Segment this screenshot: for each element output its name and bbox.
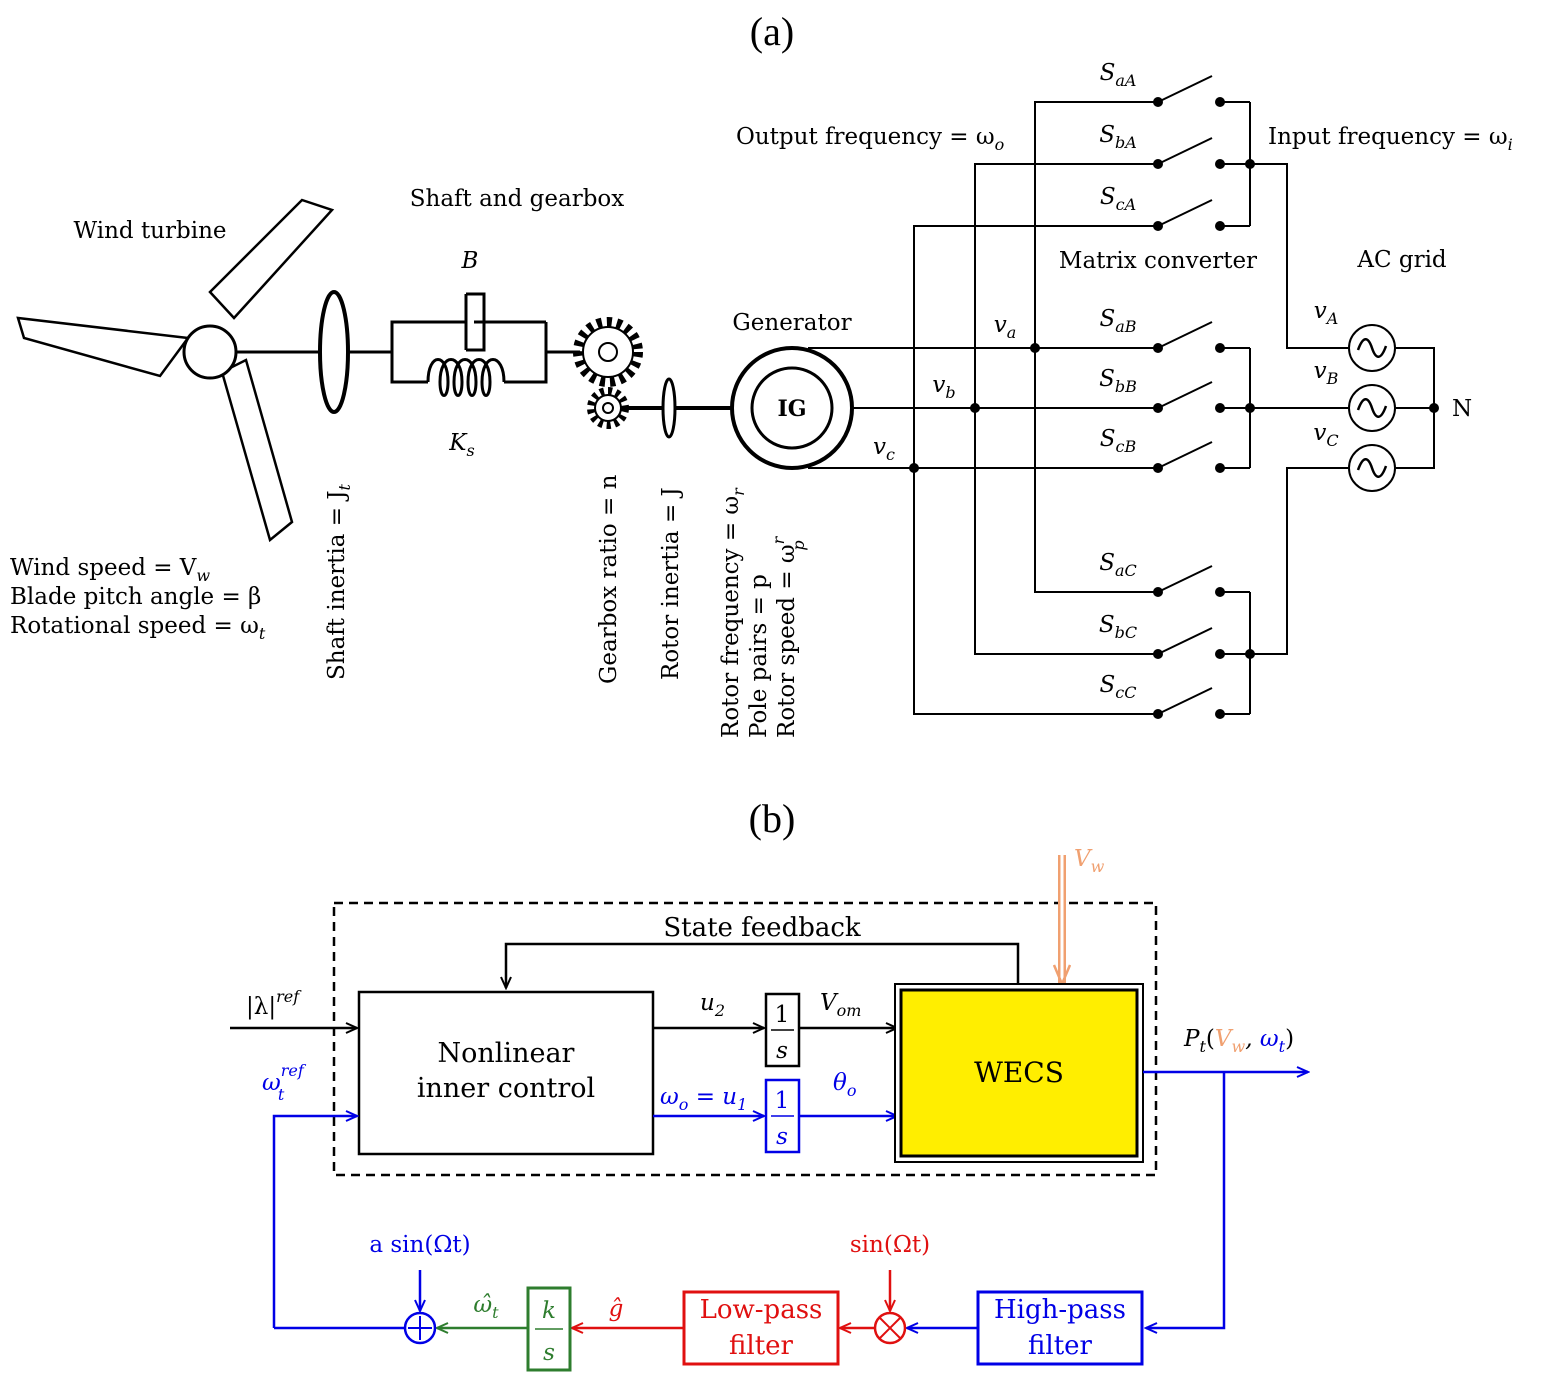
- lpf-label-2: filter: [729, 1331, 793, 1361]
- wecs-block: [899, 988, 1139, 1158]
- inner-loop-boundary: [332, 901, 1158, 1177]
- blade-pitch-label: Blade pitch angle = β: [10, 584, 261, 610]
- va-label: va: [994, 312, 1017, 342]
- output-frequency-label: Output frequency = ωo: [736, 124, 1004, 154]
- controller-label-1: Nonlinear: [438, 1038, 575, 1069]
- lambda-ref-label: |λ|ref: [246, 987, 302, 1020]
- gear-small-icon: [587, 387, 629, 429]
- demod-label: sin(Ωt): [850, 1232, 930, 1258]
- switch-label: SbA: [1099, 122, 1137, 152]
- switch-label: ScC: [1100, 672, 1137, 702]
- damping-label: B: [461, 248, 479, 274]
- generator-phase-wires: [808, 101, 1160, 715]
- switch-cC: ScC: [1100, 672, 1250, 719]
- matrix-converter-label: Matrix converter: [1059, 248, 1257, 274]
- u2-label: u2: [700, 990, 725, 1020]
- rot-speed-label: Rotational speed = ωt: [10, 613, 266, 643]
- ac-grid-label: AC grid: [1356, 247, 1447, 273]
- shaft-inertia-label: Shaft inertia = Jt: [324, 483, 354, 680]
- switch-bB: SbB: [1099, 366, 1250, 413]
- stiffness-label: Ks: [448, 430, 474, 460]
- power-output-label: Pt(Vw, ωt): [1183, 1026, 1294, 1056]
- caption-b: (b): [749, 796, 796, 841]
- omega-hat-label: ω̂t: [473, 1292, 499, 1322]
- wind-turbine: [16, 198, 335, 543]
- rotor-inertia-disk: [661, 377, 677, 439]
- wecs-label: WECS: [974, 1056, 1064, 1089]
- integrator-u2-den: s: [776, 1038, 788, 1064]
- low-pass-filter-block: [682, 1290, 840, 1366]
- shaft-inertia-disk: [318, 290, 350, 414]
- input-frequency-label: Input frequency = ωi: [1268, 124, 1513, 154]
- neutral-label: N: [1452, 396, 1472, 422]
- vom-label: Vom: [820, 990, 861, 1020]
- vB-label: vB: [1314, 358, 1339, 388]
- vA-label: vA: [1314, 298, 1339, 328]
- switch-aB: SaB: [1099, 306, 1250, 353]
- vb-label: vb: [932, 372, 955, 402]
- damper-spring: [390, 292, 580, 397]
- switch-label: SbB: [1099, 366, 1137, 396]
- gain-den: s: [543, 1340, 555, 1366]
- integrator-u1-den: s: [776, 1124, 788, 1150]
- hpf-label-1: High-pass: [994, 1295, 1126, 1325]
- rotor-freq-label: Rotor frequency = ωr: [718, 487, 748, 738]
- switch-bC: SbC: [1099, 612, 1250, 659]
- switch-cB: ScB: [1100, 426, 1250, 473]
- vw-input-label: Vw: [1074, 846, 1105, 876]
- omega-o-label: ωo = u1: [660, 1084, 747, 1114]
- ac-sources: [1348, 324, 1396, 492]
- pole-pairs-label: Pole pairs = p: [746, 574, 772, 738]
- omega-ref-arrow: [272, 1116, 357, 1328]
- integrator-u2-num: 1: [775, 1002, 790, 1028]
- wind-speed-label: Wind speed = Vw: [10, 555, 210, 585]
- switch-bA: SbA: [1099, 122, 1250, 169]
- g-hat-label: ĝ: [609, 1296, 624, 1322]
- vC-label: vC: [1313, 420, 1338, 450]
- controller-label-2: inner control: [417, 1073, 595, 1104]
- junction-dots: [909, 159, 1439, 659]
- gain-num: k: [542, 1298, 556, 1324]
- switch-label: SbC: [1099, 612, 1137, 642]
- switch-aC: SaC: [1099, 550, 1250, 597]
- switch-cA: ScA: [1100, 184, 1250, 231]
- gear-large-icon: [573, 317, 643, 387]
- switch-label: ScB: [1100, 426, 1137, 456]
- lpf-label-1: Low-pass: [700, 1295, 823, 1325]
- ig-label: IG: [777, 396, 806, 422]
- switch-label: SaA: [1100, 60, 1137, 90]
- switch-aA: SaA: [1100, 60, 1250, 107]
- matrix-switches: SaA SbA ScA SaB SbB ScB SaC SbC ScC: [1099, 60, 1250, 719]
- switch-label: ScA: [1100, 184, 1136, 214]
- switch-label: SaC: [1099, 550, 1137, 580]
- hpf-label-2: filter: [1028, 1331, 1092, 1361]
- state-feedback-arrow: [506, 942, 1020, 988]
- generator-label: Generator: [732, 310, 851, 336]
- vc-label: vc: [873, 434, 895, 464]
- rotor-inertia-label: Rotor inertia = J: [658, 487, 684, 680]
- rotor-speed-label: Rotor speed = ωrp: [769, 535, 808, 738]
- switch-label: SaB: [1099, 306, 1136, 336]
- wind-turbine-label: Wind turbine: [74, 218, 227, 244]
- shaft-gearbox-label: Shaft and gearbox: [410, 186, 625, 212]
- integrator-u1-num: 1: [775, 1088, 790, 1114]
- converter-output-wires: [1249, 102, 1435, 714]
- state-feedback-label: State feedback: [663, 913, 861, 943]
- theta-o-label: θo: [833, 1070, 857, 1100]
- hpf-input-arrow: [1146, 1072, 1226, 1328]
- high-pass-filter-block: [976, 1290, 1144, 1366]
- gearbox-ratio-label: Gearbox ratio = n: [596, 474, 622, 684]
- nonlinear-controller-block: [357, 990, 655, 1156]
- caption-a: (a): [750, 9, 794, 54]
- dither-label: a sin(Ωt): [369, 1232, 470, 1258]
